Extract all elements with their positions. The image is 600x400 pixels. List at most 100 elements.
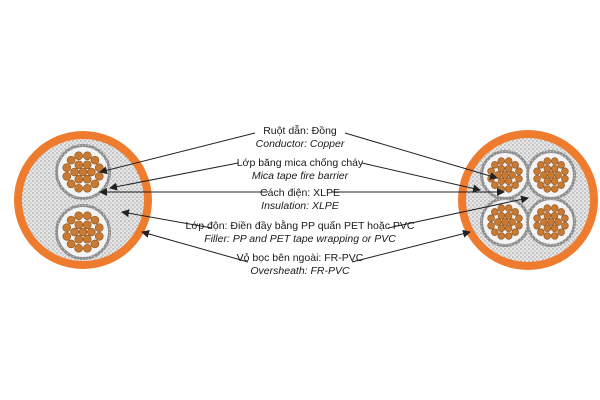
copper-strand (70, 167, 79, 177)
copper-strand (497, 157, 505, 165)
copper-strand (515, 222, 523, 230)
label-conductor-en: Conductor: Copper (255, 138, 345, 150)
label-oversheath-en: Oversheath: FR-PVC (250, 265, 350, 277)
two-core-cable (14, 131, 152, 269)
copper-strand (90, 155, 100, 165)
label-mica-tape-en: Mica tape fire barrier (251, 170, 349, 182)
copper-strand (66, 215, 76, 225)
copper-strand (74, 211, 83, 221)
copper-strand (561, 175, 569, 183)
copper-strand (543, 157, 551, 165)
copper-strand (82, 174, 92, 184)
copper-strand (533, 175, 541, 183)
label-filler-en: Filler: PP and PET tape wrapping or PVC (204, 233, 396, 245)
copper-strand (501, 218, 509, 226)
copper-strand (82, 220, 92, 230)
copper-strand (550, 165, 559, 173)
copper-strand (504, 224, 513, 232)
label-oversheath: Vỏ bọc bên ngoài: FR-PVC Oversheath: FR-… (150, 252, 450, 278)
copper-strand (66, 179, 76, 189)
copper-strand (504, 212, 513, 220)
arrow-mica-left (109, 162, 239, 191)
copper-strand (66, 155, 76, 165)
copper-strand (508, 218, 516, 226)
core-left-top (55, 144, 111, 200)
arrow-conductor-left (99, 132, 256, 175)
copper-strand (90, 179, 100, 189)
copper-strand (74, 234, 84, 244)
copper-strand (543, 165, 552, 173)
copper-strand (83, 211, 92, 221)
arrow-conductor-right (344, 132, 498, 180)
copper-strand (74, 183, 83, 193)
copper-strand (62, 223, 72, 232)
arrow-oversheath-right (351, 229, 471, 263)
label-oversheath-vi: Vỏ bọc bên ngoài: FR-PVC (236, 252, 364, 264)
copper-strand (557, 228, 565, 236)
copper-strand (543, 224, 552, 232)
copper-strand (94, 163, 104, 172)
copper-strand (537, 161, 545, 169)
copper-strand (557, 181, 565, 189)
copper-strand (554, 171, 562, 179)
copper-strand (94, 223, 104, 232)
copper-strand (74, 174, 84, 184)
copper-strand (78, 167, 88, 177)
copper-strand (543, 185, 551, 193)
arrow-mica-right (361, 162, 481, 193)
copper-strand (87, 227, 96, 237)
copper-strand (551, 185, 559, 193)
copper-strand (540, 171, 548, 179)
copper-strand (497, 165, 506, 173)
label-insulation-vi: Cách điện: XLPE (260, 187, 340, 199)
copper-strand (533, 222, 541, 230)
copper-strand (551, 232, 559, 240)
conductor-strands (62, 151, 104, 193)
copper-strand (487, 222, 495, 230)
copper-strand (497, 177, 506, 185)
label-conductor-vi: Ruột dẫn: Đồng (263, 125, 337, 137)
copper-strand (547, 171, 555, 179)
copper-strand (62, 172, 72, 181)
copper-strand (561, 167, 569, 175)
copper-strand (491, 161, 499, 169)
copper-strand (487, 167, 495, 175)
core-right-br (526, 197, 576, 247)
core-left-bottom (55, 204, 111, 260)
copper-strand (550, 177, 559, 185)
copper-strand (497, 204, 505, 212)
core-right-tr (526, 150, 576, 200)
label-mica-tape: Lớp băng mica chống cháy Mica tape fire … (150, 157, 450, 183)
copper-strand (491, 181, 499, 189)
copper-strand (550, 224, 559, 232)
copper-strand (90, 215, 100, 225)
copper-strand (505, 204, 513, 212)
arrow-oversheath-left (141, 230, 249, 263)
copper-strand (487, 214, 495, 222)
copper-strand (62, 232, 72, 241)
copper-strand (497, 224, 506, 232)
copper-strand (83, 243, 92, 253)
conductor-strands (533, 157, 569, 193)
copper-strand (66, 239, 76, 249)
copper-strand (561, 222, 569, 230)
copper-strand (505, 232, 513, 240)
copper-strand (515, 214, 523, 222)
copper-strand (74, 220, 84, 230)
copper-strand (491, 228, 499, 236)
copper-strand (511, 161, 519, 169)
copper-strand (508, 171, 516, 179)
copper-strand (94, 172, 104, 181)
copper-strand (550, 212, 559, 220)
copper-strand (505, 185, 513, 193)
copper-strand (537, 208, 545, 216)
copper-strand (83, 183, 92, 193)
copper-strand (505, 157, 513, 165)
four-core-cable (458, 130, 598, 270)
copper-strand (82, 160, 92, 170)
copper-strand (83, 151, 92, 161)
copper-strand (537, 181, 545, 189)
conductor-strands (487, 204, 523, 240)
